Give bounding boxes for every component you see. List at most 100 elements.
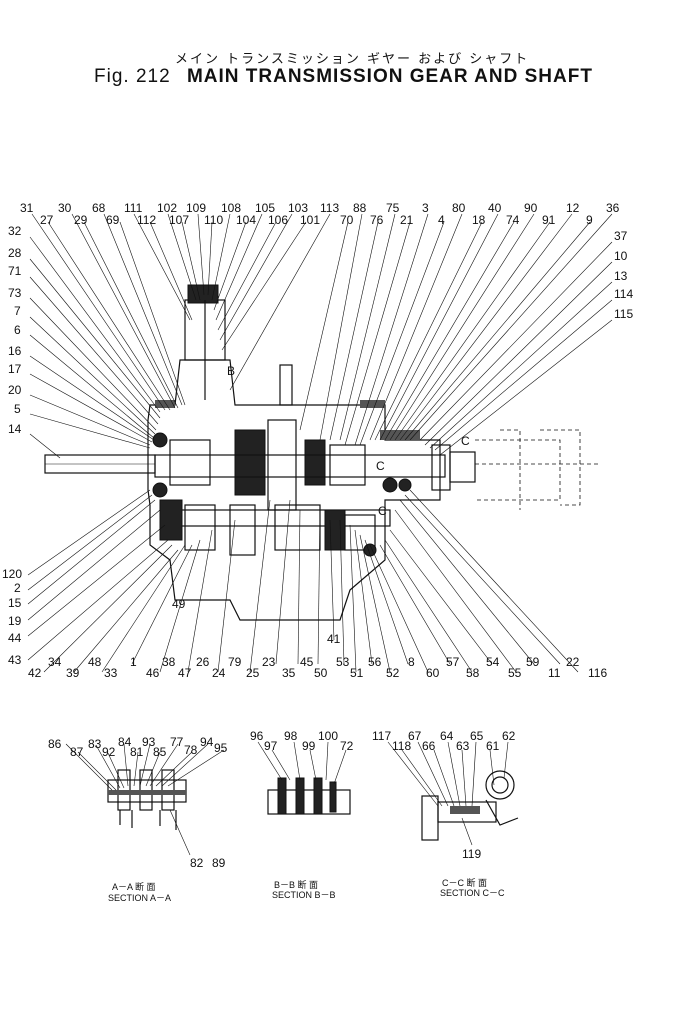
callout-61: 61 (486, 739, 500, 753)
callout-105: 105 (255, 201, 275, 215)
callout-118: 118 (392, 739, 411, 753)
section-c-jp: C－C 断 面 (442, 877, 487, 888)
callout-50: 50 (314, 666, 328, 680)
callout-57: 57 (446, 655, 460, 669)
callout-59: 59 (526, 655, 540, 669)
callouts-top-row1: 31 30 68 111 102 109 108 105 103 113 88 … (20, 201, 620, 215)
callout-98: 98 (284, 729, 298, 743)
view-letter-c3: C (461, 434, 470, 448)
callout-15: 15 (8, 596, 22, 610)
callout-65: 65 (470, 729, 484, 743)
callout-9: 9 (586, 213, 593, 227)
callout-58: 58 (466, 666, 480, 680)
view-letter-c1: C (376, 459, 385, 473)
callout-82: 82 (190, 856, 204, 870)
callout-64: 64 (440, 729, 454, 743)
callout-100: 100 (318, 729, 338, 743)
callout-110: 110 (204, 213, 223, 227)
callout-70: 70 (340, 213, 354, 227)
callout-85: 85 (153, 745, 167, 759)
callout-51: 51 (350, 666, 364, 680)
section-a-label: SECTION A－A (108, 893, 171, 903)
callout-35: 35 (282, 666, 296, 680)
callout-86: 86 (48, 737, 62, 751)
callout-25: 25 (246, 666, 260, 680)
callouts-lower-left: 120 2 15 19 44 43 (2, 567, 22, 667)
callout-24: 24 (212, 666, 226, 680)
callout-74: 74 (506, 213, 520, 227)
callout-75: 75 (386, 201, 400, 215)
callout-107: 107 (169, 213, 189, 227)
callout-23: 23 (262, 655, 276, 669)
callout-30: 30 (58, 201, 72, 215)
callout-19: 19 (8, 614, 22, 628)
callout-27: 27 (40, 213, 54, 227)
callout-20: 20 (8, 383, 22, 397)
callouts-bottom-row2: 42 34 39 48 33 1 46 47 24 25 41 (28, 632, 341, 680)
callouts-bottom-row1: 49 38 26 79 23 35 45 50 53 51 56 52 8 60… (162, 597, 607, 680)
callout-108: 108 (221, 201, 241, 215)
callout-14: 14 (8, 422, 22, 436)
callout-11: 11 (548, 666, 561, 680)
callout-29: 29 (74, 213, 88, 227)
callout-78: 78 (184, 743, 198, 757)
callout-62: 62 (502, 729, 516, 743)
callout-66: 66 (422, 739, 436, 753)
callout-33: 33 (104, 666, 118, 680)
callout-79: 79 (228, 655, 242, 669)
callout-103: 103 (288, 201, 308, 215)
callout-32: 32 (8, 224, 22, 238)
view-letter-c2: C (378, 504, 387, 518)
callouts-left: 32 28 71 73 7 6 16 17 20 5 14 (8, 224, 22, 436)
callout-47: 47 (178, 666, 192, 680)
callout-6: 6 (14, 323, 21, 337)
callout-4: 4 (438, 213, 445, 227)
callout-90: 90 (524, 201, 538, 215)
callout-97: 97 (264, 739, 278, 753)
callout-80: 80 (452, 201, 466, 215)
callout-21: 21 (400, 213, 414, 227)
callout-10: 10 (614, 249, 628, 263)
callout-43: 43 (8, 653, 22, 667)
callout-69: 69 (106, 213, 120, 227)
callout-76: 76 (370, 213, 384, 227)
callout-67: 67 (408, 729, 422, 743)
callout-88: 88 (353, 201, 367, 215)
callout-37: 37 (614, 229, 628, 243)
callout-102: 102 (157, 201, 177, 215)
callout-111: 111 (124, 201, 143, 215)
callout-94: 94 (200, 735, 214, 749)
callout-119: 119 (462, 847, 481, 861)
callout-87: 87 (70, 745, 84, 759)
callout-73: 73 (8, 286, 22, 300)
callout-55: 55 (508, 666, 522, 680)
callout-40: 40 (488, 201, 502, 215)
callout-93: 93 (142, 735, 156, 749)
callout-56: 56 (368, 655, 382, 669)
callout-112: 112 (137, 213, 156, 227)
callout-77: 77 (170, 735, 184, 749)
callout-2: 2 (14, 581, 21, 595)
section-b-jp: B－B 断 面 (274, 879, 318, 890)
section-c-label: SECTION C－C (440, 888, 505, 898)
callout-18: 18 (472, 213, 486, 227)
callout-116: 116 (588, 666, 607, 680)
callout-68: 68 (92, 201, 106, 215)
callout-7: 7 (14, 304, 21, 318)
callout-113: 113 (320, 201, 339, 215)
callout-96: 96 (250, 729, 264, 743)
callout-63: 63 (456, 739, 470, 753)
callout-60: 60 (426, 666, 440, 680)
callout-114: 114 (614, 287, 633, 301)
leader-lines (27, 213, 613, 673)
callout-31: 31 (20, 201, 34, 215)
callout-120: 120 (2, 567, 22, 581)
callout-104: 104 (236, 213, 256, 227)
callout-106: 106 (268, 213, 288, 227)
section-b-drawing: 96 97 98 99 100 72 B－B 断 面 SECTION B－B (250, 729, 354, 900)
callout-1: 1 (130, 655, 137, 669)
callout-71: 71 (8, 264, 22, 278)
callout-13: 13 (614, 269, 628, 283)
figure-title-text: MAIN TRANSMISSION GEAR AND SHAFT (186, 66, 593, 87)
